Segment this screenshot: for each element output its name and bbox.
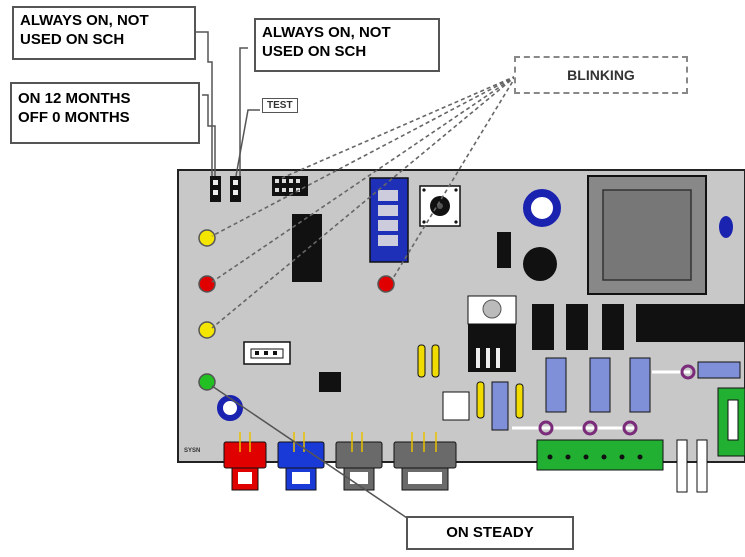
led-red-center bbox=[377, 275, 395, 293]
white-header bbox=[243, 341, 291, 365]
yellow-part-2 bbox=[431, 344, 440, 378]
jumper-right bbox=[230, 176, 241, 202]
yellow-part-3 bbox=[476, 381, 485, 419]
on-steady-pointer-line bbox=[211, 385, 411, 521]
connector-red bbox=[223, 441, 267, 491]
callout-always-on-left: ALWAYS ON, NOT USED ON SCH bbox=[12, 6, 196, 60]
callout-always-on-left-line1: ALWAYS ON, NOT bbox=[20, 12, 149, 29]
connector-gray-2 bbox=[393, 441, 457, 491]
test-header bbox=[272, 176, 308, 196]
blue-capacitor-small bbox=[719, 216, 733, 238]
callout-always-on-left-line2: USED ON SCH bbox=[20, 31, 125, 48]
green-terminal-block bbox=[536, 439, 664, 471]
callout-leaders bbox=[196, 31, 260, 177]
jumper-left bbox=[210, 176, 221, 202]
connector-blue bbox=[277, 441, 325, 491]
fuse bbox=[676, 439, 708, 493]
callout-months-line2: OFF 0 MONTHS bbox=[18, 109, 130, 126]
blinking-pointer-lines bbox=[211, 75, 517, 329]
wires bbox=[512, 364, 696, 436]
blue-component-3 bbox=[629, 357, 651, 413]
blue-component-2 bbox=[589, 357, 611, 413]
push-button bbox=[419, 185, 461, 227]
relay-2 bbox=[566, 304, 588, 350]
callout-always-on-right-line1: ALWAYS ON, NOT bbox=[262, 24, 391, 41]
relay-1 bbox=[532, 304, 554, 350]
blue-ring-bottom bbox=[217, 395, 243, 421]
callout-months-line1: ON 12 MONTHS bbox=[18, 90, 131, 107]
led-yellow-bottom bbox=[198, 321, 216, 339]
callout-blinking: BLINKING bbox=[514, 56, 688, 94]
voltage-regulator bbox=[467, 295, 517, 372]
led-red-left bbox=[198, 275, 216, 293]
yellow-part-1 bbox=[417, 344, 426, 378]
blue-component-5 bbox=[697, 361, 741, 379]
small-transistor bbox=[497, 232, 511, 268]
white-block bbox=[442, 391, 470, 421]
blue-component-4 bbox=[491, 381, 509, 431]
blue-ring-top bbox=[523, 189, 561, 227]
dip-switch bbox=[369, 177, 409, 263]
led-yellow-top bbox=[198, 229, 216, 247]
relay-large bbox=[636, 304, 745, 342]
green-terminal-side bbox=[717, 387, 745, 457]
callout-always-on-right-line2: USED ON SCH bbox=[262, 43, 367, 60]
blue-component-1 bbox=[545, 357, 567, 413]
ic-chip bbox=[292, 214, 322, 282]
connector-gray-1 bbox=[335, 441, 383, 491]
test-label: TEST bbox=[262, 98, 298, 113]
connector-pins bbox=[239, 432, 437, 452]
small-black-square bbox=[319, 372, 341, 392]
callout-months: ON 12 MONTHS OFF 0 MONTHS bbox=[10, 82, 200, 144]
board-serial-label: SYSN bbox=[184, 448, 201, 454]
relay-3 bbox=[602, 304, 624, 350]
led-green bbox=[198, 373, 216, 391]
transformer bbox=[587, 175, 707, 295]
yellow-part-4 bbox=[515, 383, 524, 419]
callout-on-steady: ON STEADY bbox=[406, 516, 574, 550]
buzzer bbox=[523, 247, 557, 281]
callout-always-on-right: ALWAYS ON, NOT USED ON SCH bbox=[254, 18, 440, 72]
